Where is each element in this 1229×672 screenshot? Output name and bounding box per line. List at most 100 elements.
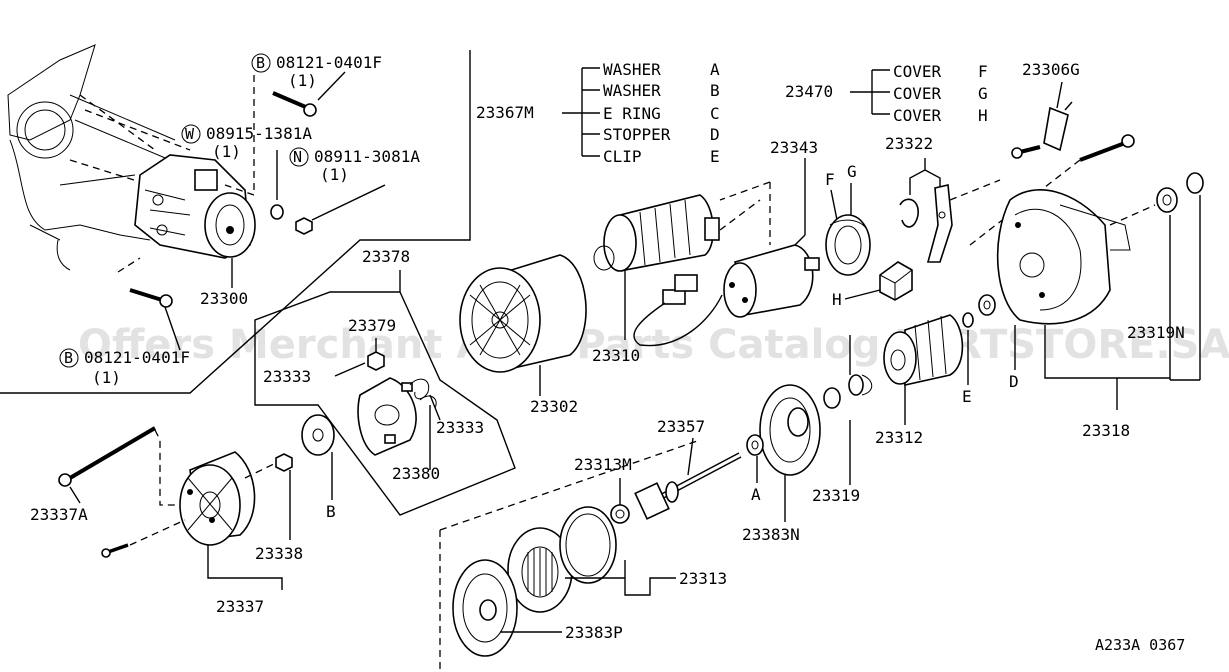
qty-bolt-top: (1) [288,71,317,90]
bolt-23306G-long[interactable] [1079,134,1135,162]
leader-23318 [1044,325,1170,410]
label-23312: 23312 [875,428,923,447]
leader-23313 [624,560,676,596]
label-nut-n: 08911-3081A [314,147,420,166]
letter-G: G [847,162,857,181]
label-23313: 23313 [679,569,727,588]
circle-b-bottom [59,348,79,368]
housing-23383P-part[interactable] [452,559,518,657]
label-23333-b: 23333 [436,418,484,437]
housing-23318-part[interactable] [996,189,1131,325]
letter-F: F [825,170,835,189]
label-23379: 23379 [348,316,396,335]
washer-w-part[interactable] [270,204,284,220]
bracket-23306G-part[interactable] [1043,101,1073,152]
kit-23367M-item-2: WASHER [603,81,661,100]
letter-E: E [962,387,972,406]
label-23302: 23302 [530,397,578,416]
ring-23313M-part[interactable] [610,504,630,524]
circle-w [181,124,201,144]
kit-23470-code-3: H [978,106,988,125]
ring-23319-part[interactable] [848,374,864,396]
kit-23367M-code-1: A [710,60,720,79]
bolt-bottom-part[interactable] [129,288,173,308]
circle-b-top [251,53,271,73]
armature-23310-part[interactable] [593,194,720,272]
label-23318: 23318 [1082,421,1130,440]
label-23322: 23322 [885,134,933,153]
bolt-top-part[interactable] [272,91,317,117]
brush-holder-23380-part[interactable] [357,377,417,456]
shaft-23357-part[interactable] [634,452,742,520]
label-23337A: 23337A [30,505,88,524]
label-23378: 23378 [362,247,410,266]
bushing-23319N-part[interactable] [1156,187,1178,213]
stopper-d-part[interactable] [978,294,996,316]
yoke-23302-part[interactable] [459,254,587,373]
letter-B: B [326,502,336,521]
cap-23319N-part[interactable] [1186,172,1204,194]
diagram-code: A233A 0367 [1095,636,1185,654]
label-23306G: 23306G [1022,60,1080,79]
washer-23319-part[interactable] [823,387,841,409]
ring-23313-part[interactable] [559,506,617,584]
washer-a-part[interactable] [746,434,764,456]
kit-23470-code-1: F [978,62,988,81]
engine-block-illustration [7,44,191,271]
kit-23470-item-2: COVER [893,84,942,103]
nut-23379-part[interactable] [367,351,385,371]
prefix-n: N [293,148,302,166]
prefix-b-bottom: B [64,349,73,367]
label-23383N: 23383N [742,525,800,544]
section-boundary [0,50,471,394]
kit-23470-item-3: COVER [893,106,942,125]
qty-bolt-bottom: (1) [92,368,121,387]
label-23313M: 23313M [574,455,632,474]
kit-23470-item-1: COVER [893,62,942,81]
kit-23367M-code-5: E [710,147,720,166]
kit-23470-code-2: G [978,84,988,103]
nut-23338-part[interactable] [275,453,293,472]
prefix-b-top: B [256,54,265,72]
nut-n-part[interactable] [295,217,313,235]
circle-n [289,147,309,167]
lead-wire-23310[interactable] [633,274,723,347]
leader-23322 [909,158,941,195]
spring-23333-part[interactable] [409,378,437,409]
rear-cover-23337-part[interactable] [179,451,256,546]
label-23319N: 23319N [1127,323,1185,342]
label-23337: 23337 [216,597,264,616]
clip-e-part[interactable] [962,312,974,328]
label-bolt-top: 08121-0401F [276,53,382,72]
qty-washer-w: (1) [212,142,241,161]
letter-A: A [751,485,761,504]
lever-23322-part[interactable] [899,184,953,263]
label-23310: 23310 [592,346,640,365]
kit-23367M-code-3: C [710,104,720,123]
cover-h-part[interactable] [879,261,913,301]
label-23300: 23300 [200,289,248,308]
kit-23367M-item-3: E RING [603,104,661,123]
bolt-23306G-short[interactable] [1011,145,1041,159]
bracket-23470 [850,69,890,115]
label-23380: 23380 [392,464,440,483]
pinion-23312-part[interactable] [883,314,964,386]
label-23333-a: 23333 [263,367,311,386]
screw-23337-part[interactable] [101,543,129,558]
kit-23367M-code-2: B [710,81,720,100]
gear-case-23383N-part[interactable] [759,384,821,476]
kit-23367M-code-4: D [710,125,720,144]
letter-D: D [1009,372,1019,391]
cover-f-g-part[interactable] [825,214,871,276]
starter-assembly-23300[interactable] [134,154,256,259]
letter-H: H [832,290,842,309]
label-23383P: 23383P [565,623,623,642]
qty-nut-n: (1) [320,165,349,184]
solenoid-23343-part[interactable] [723,244,820,318]
label-bolt-bottom: 08121-0401F [84,348,190,367]
washer-b-part[interactable] [301,414,335,456]
through-bolt-23337A-part[interactable] [58,426,157,487]
bolt-path-23337A [154,429,180,506]
